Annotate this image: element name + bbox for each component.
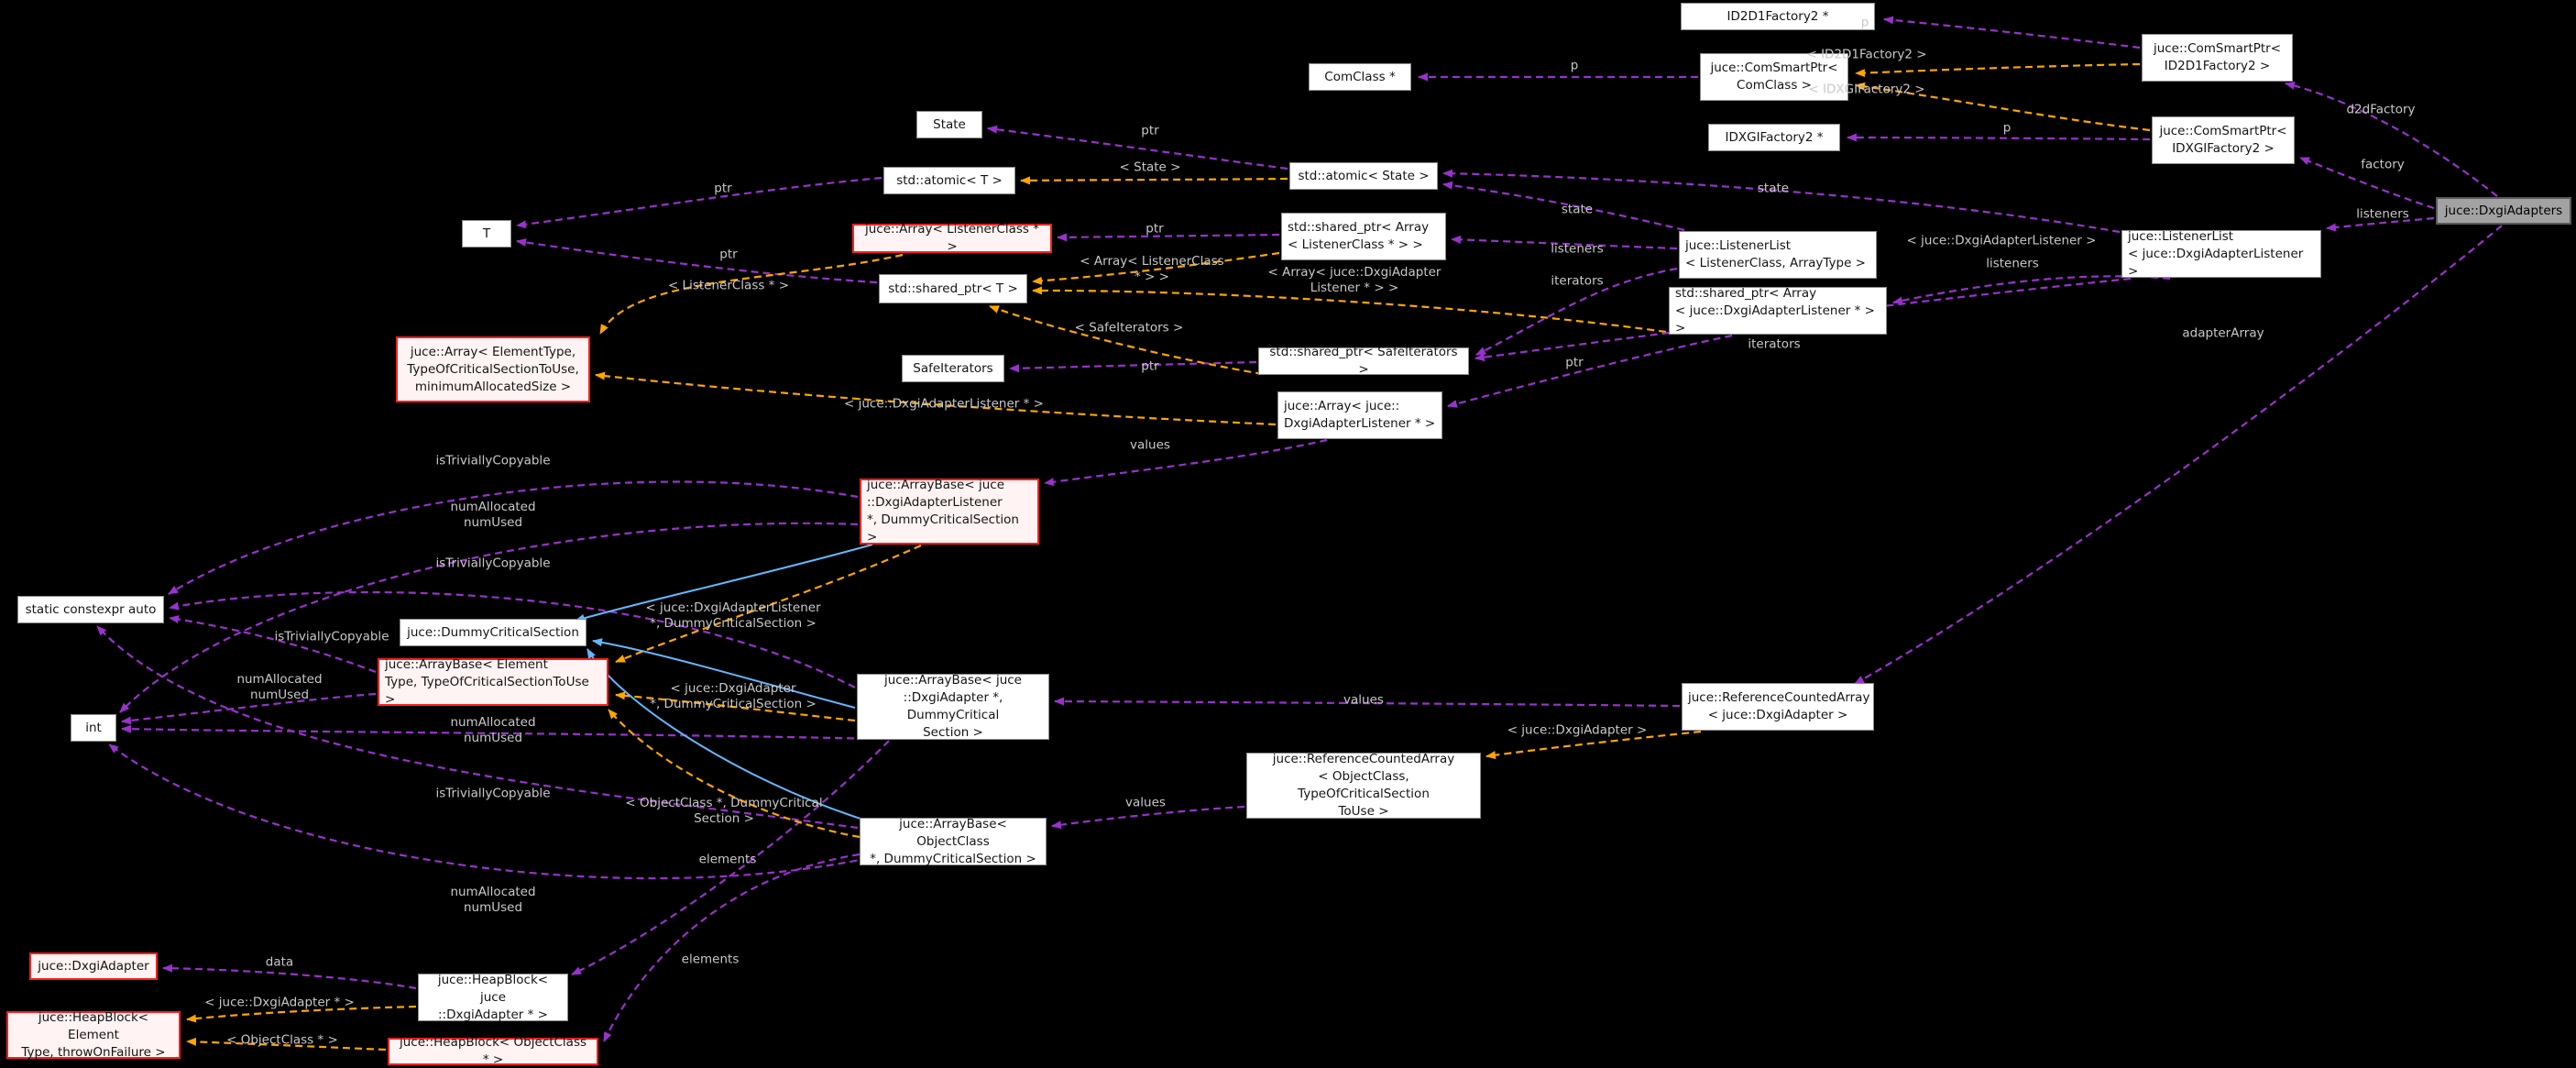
edge-arraybase-dxgiadapter-to-int: [121, 724, 879, 741]
node-id2d1factory2-ptr[interactable]: ID2D1Factory2 *: [1681, 3, 1875, 30]
node-comclass-ptr[interactable]: ComClass *: [1309, 63, 1411, 91]
edge-sharedptr-array-listenerclass-to-sharedptr-t: [1032, 251, 1280, 285]
node-array-dxgiadapterlistener[interactable]: juce::Array< juce:: DxgiAdapterListener …: [1277, 391, 1442, 439]
node-std-atomic-t[interactable]: std::atomic< T >: [883, 167, 1015, 194]
node-state[interactable]: State: [916, 111, 982, 138]
edge-arraybase-template-to-int: [121, 692, 377, 725]
edge-heapblock-objectclass-to-heapblock-template: [186, 1037, 387, 1051]
node-listenerlist-dxgiadapterlistener[interactable]: juce::ListenerList < juce::DxgiAdapterLi…: [2121, 229, 2321, 279]
node-sharedptr-array-listenerclass[interactable]: std::shared_ptr< Array < ListenerClass *…: [1281, 213, 1446, 260]
edge-array-dxgiadapterlistener-to-array-template: [595, 371, 1277, 426]
node-heapblock-objectclass[interactable]: juce::HeapBlock< ObjectClass * >: [388, 1035, 598, 1067]
node-safeiterators[interactable]: SafeIterators: [902, 355, 1004, 382]
edge-listenerlist-template-to-std-atomic-state: [1442, 181, 1685, 232]
edge-referencecountedarray-dxgiadapter-to-arraybase-dxgiadapter: [1054, 697, 1681, 708]
node-comsmartptr-id2d1factory2[interactable]: juce::ComSmartPtr< ID2D1Factory2 >: [2142, 34, 2293, 82]
edge-arraybase-dxgiadapter-to-heapblock-dxgiadapter: [571, 740, 890, 975]
node-heapblock-dxgiadapter[interactable]: juce::HeapBlock< juce ::DxgiAdapter * >: [418, 973, 568, 1022]
node-listenerlist-template[interactable]: juce::ListenerList < ListenerClass, Arra…: [1679, 231, 1877, 279]
edge-heapblock-dxgiadapter-to-heapblock-template: [186, 1005, 417, 1023]
edge-dxgiadapters-main-to-comsmartptr-idxgifactory2: [2299, 156, 2435, 210]
node-sharedptr-array-dxgiadapterlistener[interactable]: std::shared_ptr< Array < juce::DxgiAdapt…: [1669, 286, 1887, 336]
edge-dxgiadapters-main-to-listenerlist-dxgiadapterlistener: [2326, 216, 2435, 232]
edge-referencecountedarray-dxgiadapter-to-referencecountedarray-template: [1485, 730, 1702, 760]
edge-array-listenerclass-to-array-template: [599, 253, 904, 335]
edge-sharedptr-array-listenerclass-to-array-listenerclass: [1057, 233, 1280, 242]
edge-arraybase-dxgiadapterlistener-to-arraybase-template: [615, 544, 922, 664]
edge-arraybase-objectclass-to-heapblock-objectclass: [603, 853, 860, 1042]
node-dxgiadapters-main[interactable]: juce::DxgiAdapters: [2436, 197, 2571, 225]
edge-arraybase-template-to-static-constexpr-auto: [169, 615, 377, 674]
node-arraybase-objectclass[interactable]: juce::ArrayBase< ObjectClass *, DummyCri…: [860, 817, 1047, 866]
node-idxgifactory2-ptr[interactable]: IDXGIFactory2 *: [1708, 124, 1840, 151]
node-arraybase-template[interactable]: juce::ArrayBase< Element Type, TypeOfCri…: [378, 657, 608, 707]
edge-arraybase-objectclass-to-int: [108, 743, 870, 880]
edge-comsmartptr-idxgifactory2-to-idxgifactory2-ptr: [1847, 133, 2151, 142]
edge-arraybase-dxgiadapterlistener-to-dummycriticalsection: [575, 544, 873, 622]
node-dummycriticalsection[interactable]: juce::DummyCriticalSection: [400, 619, 586, 646]
edge-std-atomic-t-to-t: [516, 176, 882, 229]
edge-std-atomic-state-to-state: [987, 125, 1288, 171]
edge-referencecountedarray-template-to-arraybase-objectclass: [1051, 805, 1245, 830]
node-sharedptr-t[interactable]: std::shared_ptr< T >: [879, 274, 1027, 303]
edge-arraybase-dxgiadapterlistener-to-int: [119, 522, 859, 713]
edge-arraybase-objectclass-to-dummycriticalsection: [586, 648, 864, 820]
edge-listenerlist-dxgiadapterlistener-to-sharedptr-array-dxgiadapterlistener: [1892, 275, 2171, 305]
edge-dxgiadapters-main-to-comsmartptr-id2d1factory2: [2285, 82, 2498, 197]
node-t[interactable]: T: [462, 220, 511, 248]
edge-dxgiadapters-main-to-referencecountedarray-dxgiadapter: [1854, 225, 2503, 685]
node-int[interactable]: int: [71, 714, 116, 742]
node-arraybase-dxgiadapter[interactable]: juce::ArrayBase< juce ::DxgiAdapter *, D…: [857, 673, 1049, 740]
edge-std-atomic-state-to-std-atomic-t: [1020, 176, 1288, 185]
edge-comsmartptr-id2d1factory2-to-id2d1factory2-ptr: [1883, 16, 2141, 50]
edge-arraybase-dxgiadapter-to-static-constexpr-auto: [169, 590, 856, 688]
node-dxgiadapter[interactable]: juce::DxgiAdapter: [29, 952, 158, 980]
edge-arraybase-objectclass-to-static-constexpr-auto: [96, 625, 859, 830]
edge-sharedptr-array-dxgiadapterlistener-to-array-dxgiadapterlistener: [1447, 334, 1733, 408]
node-referencecountedarray-dxgiadapter[interactable]: juce::ReferenceCountedArray < juce::Dxgi…: [1682, 683, 1874, 731]
edge-sharedptr-t-to-t: [516, 238, 878, 284]
node-static-constexpr-auto[interactable]: static constexpr auto: [17, 596, 164, 623]
edge-arraybase-dxgiadapterlistener-to-static-constexpr-auto: [168, 480, 859, 595]
node-std-atomic-state[interactable]: std::atomic< State >: [1289, 162, 1438, 190]
edge-listenerlist-template-to-sharedptr-array-listenerclass: [1451, 235, 1678, 250]
edge-listenerlist-template-to-sharedptr-safeiterators: [1475, 267, 1678, 356]
edge-array-dxgiadapterlistener-to-arraybase-dxgiadapterlistener: [1044, 438, 1328, 487]
node-array-listenerclass[interactable]: juce::Array< ListenerClass * >: [852, 222, 1052, 254]
edge-heapblock-dxgiadapter-to-dxgiadapter: [162, 963, 417, 990]
edge-comsmartptr-idxgifactory2-to-comsmartptr-comclass: [1855, 82, 2151, 132]
edge-comsmartptr-id2d1factory2-to-comsmartptr-comclass: [1855, 62, 2141, 78]
edge-listenerlist-dxgiadapterlistener-to-std-atomic-state: [1442, 169, 2121, 234]
edge-sharedptr-array-dxgiadapterlistener-to-sharedptr-t: [1032, 286, 1667, 334]
node-array-template[interactable]: juce::Array< ElementType, TypeOfCritical…: [396, 336, 590, 402]
edge-sharedptr-safeiterators-to-safeiterators: [1009, 360, 1257, 373]
node-referencecountedarray-template[interactable]: juce::ReferenceCountedArray < ObjectClas…: [1246, 752, 1481, 819]
edge-arraybase-dxgiadapter-to-arraybase-template: [615, 691, 856, 722]
node-sharedptr-safeiterators[interactable]: std::shared_ptr< SafeIterators >: [1258, 345, 1469, 377]
edge-arraybase-objectclass-to-arraybase-template: [608, 709, 860, 839]
node-arraybase-dxgiadapterlistener[interactable]: juce::ArrayBase< juce ::DxgiAdapterListe…: [860, 478, 1039, 545]
edge-sharedptr-safeiterators-to-sharedptr-t: [989, 304, 1264, 376]
node-comsmartptr-comclass[interactable]: juce::ComSmartPtr< ComClass >: [1700, 53, 1848, 101]
node-comsmartptr-idxgifactory2[interactable]: juce::ComSmartPtr< IDXGIFactory2 >: [2152, 116, 2295, 164]
edge-arraybase-dxgiadapter-to-dummycriticalsection: [592, 638, 856, 709]
node-heapblock-template[interactable]: juce::HeapBlock< Element Type, throwOnFa…: [6, 1010, 181, 1060]
